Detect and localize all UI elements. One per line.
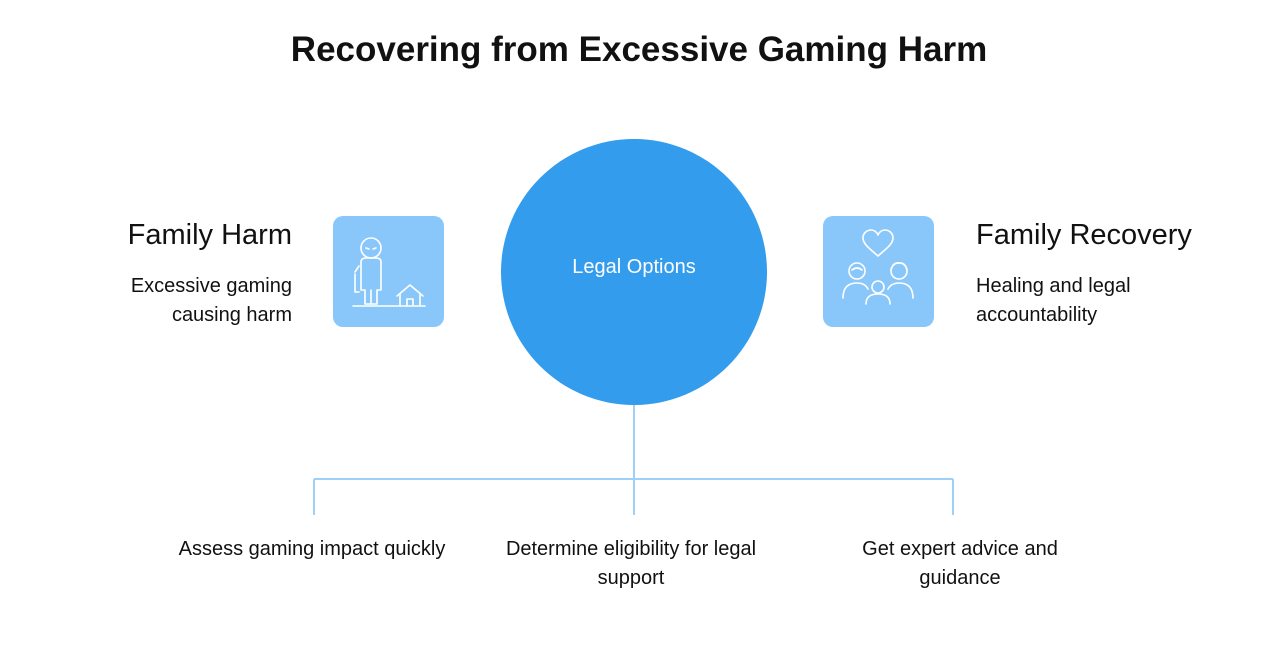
family-recovery-tile: [823, 216, 934, 327]
step-expert-advice: Get expert advice and guidance: [862, 538, 1058, 589]
diagram-title: Recovering from Excessive Gaming Harm: [290, 30, 988, 69]
legal-options-label: Legal Options: [572, 255, 696, 278]
family-harm-heading: Family Harm: [127, 219, 292, 251]
step-determine-eligibility: Determine eligibility for legal support: [505, 538, 757, 589]
legal-options-circle: Legal Options: [501, 139, 767, 405]
family-harm-tile: [333, 216, 444, 327]
step-assess-impact: Assess gaming impact quickly: [178, 538, 446, 560]
family-with-heart-icon: [842, 229, 914, 305]
family-harm-description: Excessive gaming causing harm: [130, 275, 292, 326]
family-recovery-description: Healing and legal accountability: [976, 275, 1131, 326]
family-recovery-heading: Family Recovery: [976, 219, 1192, 251]
person-with-house-icon: [352, 237, 426, 307]
